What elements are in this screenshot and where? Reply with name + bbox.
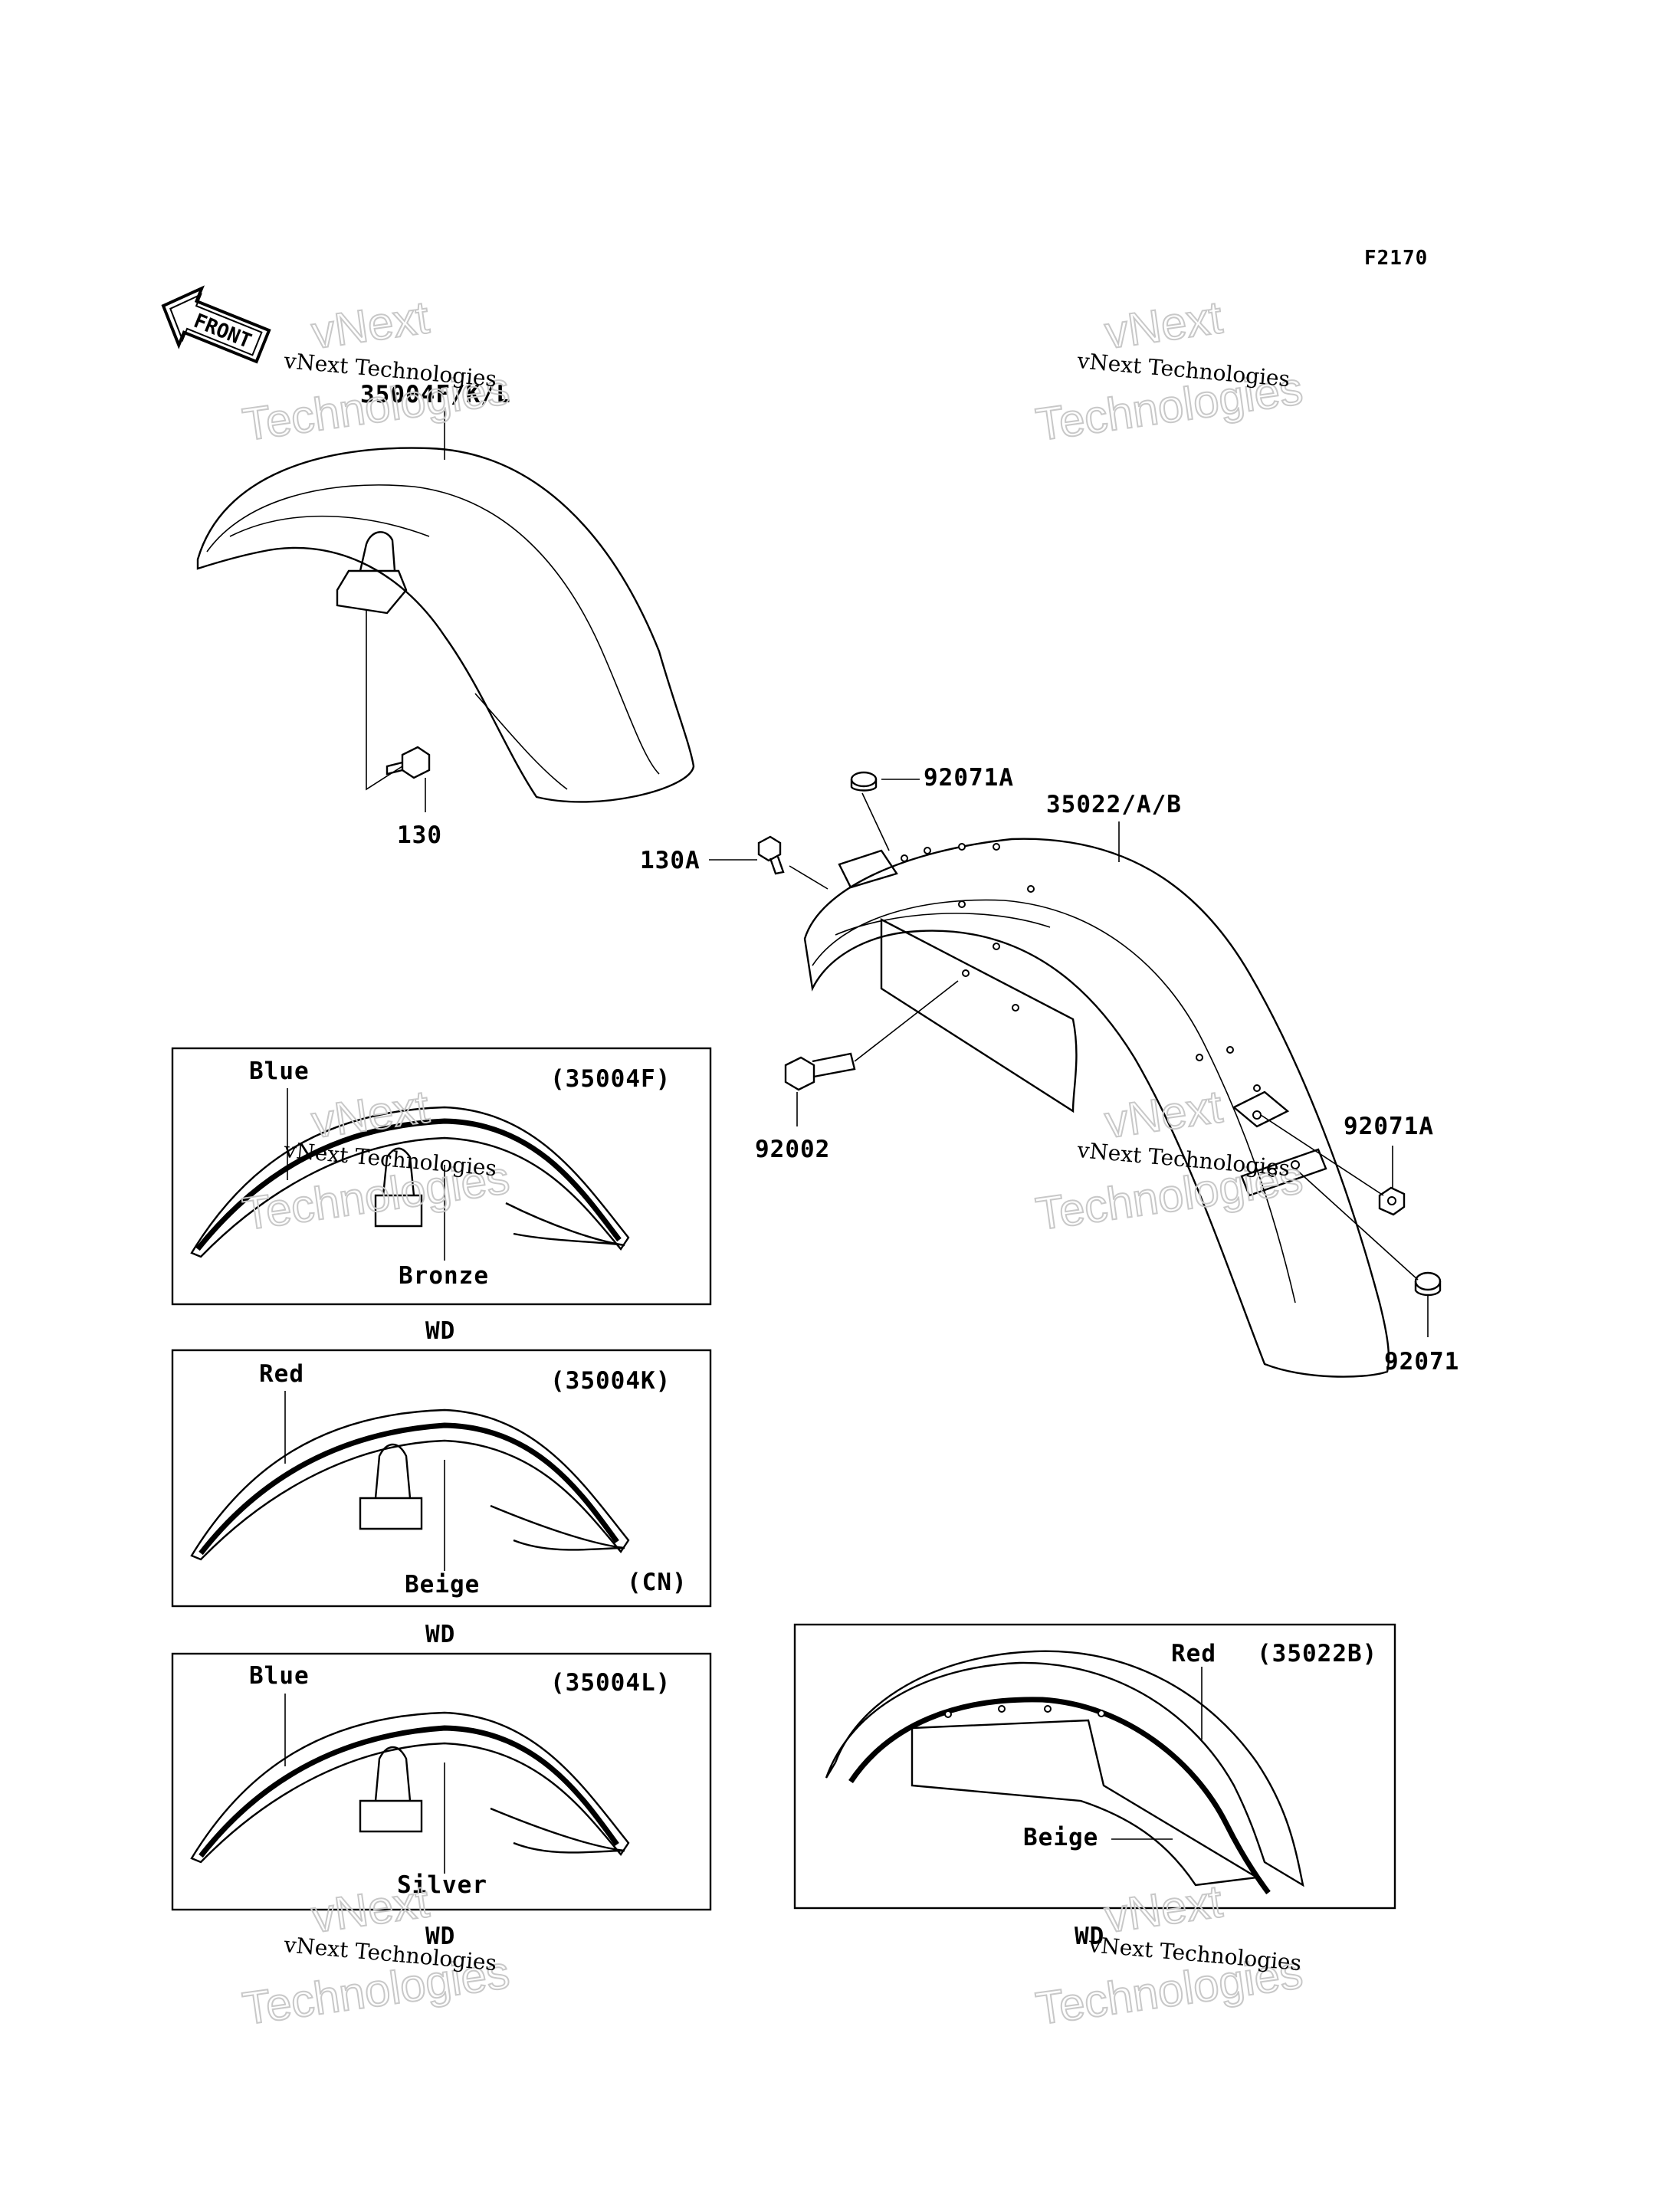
bolt-130-label: 130 — [397, 821, 442, 849]
stripe-color-label: Red — [1171, 1640, 1216, 1667]
variant-code: (35004F) — [550, 1065, 671, 1093]
variant-box-35004f: (35004F) Blue Bronze — [171, 1047, 712, 1306]
body-color-label: Silver — [397, 1871, 487, 1899]
stripe-color-label: Blue — [249, 1662, 310, 1690]
front-arrow-icon: FRONT — [161, 285, 271, 364]
bolt-130a-label: 130A — [640, 847, 701, 874]
bolt-130-icon — [386, 746, 431, 779]
nut-92071a-top-icon — [850, 771, 878, 792]
bolt-130a-icon — [757, 835, 785, 875]
variant-code: (35022B) — [1257, 1640, 1377, 1667]
nut-92071-label: 92071 — [1384, 1348, 1459, 1376]
svg-text:vNext: vNext — [308, 291, 432, 359]
body-color-label: Bronze — [399, 1262, 489, 1290]
bolt-92002-leader — [854, 980, 959, 1062]
svg-text:vNext: vNext — [308, 1875, 432, 1943]
bolt-92002-label: 92002 — [755, 1136, 830, 1163]
body-color-label: Beige — [1023, 1824, 1098, 1851]
bolt-92002-icon — [784, 1052, 856, 1091]
bolt-130-leader — [366, 609, 403, 791]
rear-fender-part-number: 35022/A/B — [1046, 791, 1182, 818]
nut-92071a-right-label: 92071A — [1344, 1113, 1434, 1140]
body-color-label: Beige — [405, 1571, 480, 1599]
svg-text:vNext: vNext — [308, 1080, 432, 1148]
watermark-mid-left: vNext Technologies vNext Technologies — [238, 1080, 513, 1241]
region-label: WD — [425, 1923, 455, 1950]
variant-box-35004l: (35004L) Blue Silver — [171, 1652, 712, 1911]
stripe-color-label: Blue — [249, 1058, 310, 1085]
svg-text:vNext: vNext — [1101, 291, 1226, 359]
variant-box-35004k: (35004K) Red Beige (CN) — [171, 1349, 712, 1608]
rear-fender — [803, 838, 1390, 1378]
nut-92071a-top-leader-2 — [861, 792, 890, 851]
variant-box-35022b: (35022B) Red Beige — [793, 1623, 1396, 1910]
variant-code: (35004K) — [550, 1367, 671, 1395]
nut-92071-icon — [1414, 1271, 1442, 1297]
svg-text:vNext: vNext — [1101, 1875, 1226, 1943]
watermark-bottom-left: vNext Technologies vNext Technologies — [238, 1874, 513, 2035]
watermark-top-right: vNext Technologies vNext Technologies — [1032, 290, 1306, 451]
nut-92071a-top-label: 92071A — [924, 764, 1014, 792]
front-fender-part-number: 35004F/K/L — [360, 381, 511, 408]
nut-92071a-right-icon — [1378, 1186, 1406, 1216]
region-label: WD — [425, 1621, 455, 1648]
nut-92071a-right-leader — [1260, 1114, 1384, 1196]
variant-code: (35004L) — [550, 1669, 671, 1697]
watermark-top-left: vNext Technologies vNext Technologies — [238, 290, 513, 451]
svg-text:vNext: vNext — [1101, 1080, 1226, 1148]
front-fender — [196, 447, 695, 803]
nut-92071-leader — [1294, 1168, 1419, 1280]
variant-note: (CN) — [627, 1569, 687, 1596]
stripe-color-label: Red — [259, 1360, 304, 1388]
bolt-130a-leader-2 — [789, 865, 829, 890]
region-label: WD — [425, 1317, 455, 1345]
region-label: WD — [1075, 1923, 1104, 1950]
figure-code: F2170 — [1364, 247, 1428, 270]
watermark-bottom-right: vNext Technologies vNext Technologies — [1032, 1874, 1306, 2035]
